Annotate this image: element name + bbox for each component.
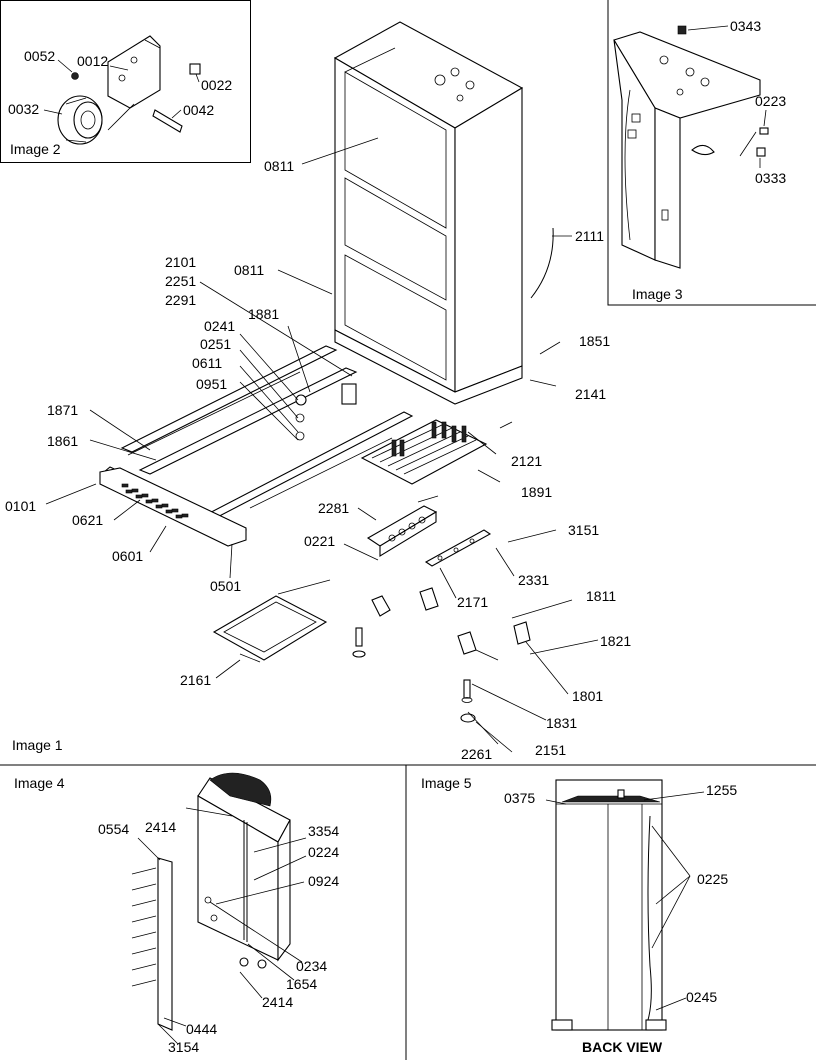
callout-1861: 1861 bbox=[47, 433, 78, 449]
callout-2414-bottom: 2414 bbox=[262, 994, 293, 1010]
back-view-caption: BACK VIEW bbox=[582, 1039, 663, 1055]
callout-1255: 1255 bbox=[706, 782, 737, 798]
panel-title-image3: Image 3 bbox=[632, 286, 683, 302]
callout-1871: 1871 bbox=[47, 402, 78, 418]
callout-0022: 0022 bbox=[201, 77, 232, 93]
callout-0225: 0225 bbox=[697, 871, 728, 887]
image2-leaders bbox=[43, 59, 200, 119]
callout-0101: 0101 bbox=[5, 498, 36, 514]
callout-0251: 0251 bbox=[200, 336, 231, 352]
callout-0245: 0245 bbox=[686, 989, 717, 1005]
callout-0241: 0241 bbox=[204, 318, 235, 334]
callout-2141: 2141 bbox=[575, 386, 606, 402]
image5-back-view bbox=[551, 779, 667, 1031]
callout-0924: 0924 bbox=[308, 873, 339, 889]
image1-condenser bbox=[360, 419, 488, 485]
image2-wheel-assembly bbox=[57, 35, 201, 145]
callout-0333: 0333 bbox=[755, 170, 786, 186]
callout-0375: 0375 bbox=[504, 790, 535, 806]
image5-leaders bbox=[545, 791, 705, 1011]
image1-toe-grille bbox=[99, 467, 247, 547]
callout-1801: 1801 bbox=[572, 688, 603, 704]
image1-rollers-legs bbox=[295, 383, 531, 723]
callout-0234: 0234 bbox=[296, 958, 327, 974]
callout-0554: 0554 bbox=[98, 821, 129, 837]
callout-2251: 2251 bbox=[165, 273, 196, 289]
callout-2261: 2261 bbox=[461, 746, 492, 762]
callout-2111: 2111 bbox=[575, 228, 604, 244]
panel-title-image2: Image 2 bbox=[10, 141, 61, 157]
callout-0042: 0042 bbox=[183, 102, 214, 118]
panel-title-image4: Image 4 bbox=[14, 775, 65, 791]
image4-cabinet-rear bbox=[131, 772, 291, 1031]
callout-1654: 1654 bbox=[286, 976, 317, 992]
image1-leaders bbox=[45, 137, 599, 753]
callout-2101: 2101 bbox=[165, 254, 196, 270]
callout-0223: 0223 bbox=[755, 93, 786, 109]
callout-0224: 0224 bbox=[308, 844, 339, 860]
panel-title-image1: Image 1 bbox=[12, 737, 63, 753]
callout-1811: 1811 bbox=[586, 588, 616, 604]
callout-0811-lower: 0811 bbox=[234, 262, 264, 278]
image1-drain-pan bbox=[212, 595, 328, 663]
callout-1891: 1891 bbox=[521, 484, 552, 500]
callout-0221: 0221 bbox=[304, 533, 335, 549]
callout-2171: 2171 bbox=[457, 594, 488, 610]
callout-0951: 0951 bbox=[196, 376, 227, 392]
image3-leaders bbox=[687, 25, 767, 168]
callout-2281: 2281 bbox=[318, 500, 349, 516]
callout-0601: 0601 bbox=[112, 548, 143, 564]
image4-leaders bbox=[137, 807, 307, 1045]
callout-0621: 0621 bbox=[72, 512, 103, 528]
callout-0501: 0501 bbox=[210, 578, 241, 594]
image1-bracket-2171 bbox=[424, 529, 492, 567]
callout-0012: 0012 bbox=[77, 53, 108, 69]
callout-3154: 3154 bbox=[168, 1039, 199, 1055]
callout-1881: 1881 bbox=[248, 306, 279, 322]
callout-0343: 0343 bbox=[730, 18, 761, 34]
callout-1851: 1851 bbox=[579, 333, 610, 349]
callout-0611: 0611 bbox=[192, 355, 222, 371]
callout-0052: 0052 bbox=[24, 48, 55, 64]
callout-1831: 1831 bbox=[546, 715, 577, 731]
callout-3151: 3151 bbox=[568, 522, 599, 538]
callout-3354: 3354 bbox=[308, 823, 339, 839]
callout-2414-top: 2414 bbox=[145, 819, 176, 835]
callout-1821: 1821 bbox=[600, 633, 631, 649]
callout-2331: 2331 bbox=[518, 572, 549, 588]
image3-cabinet-top bbox=[613, 25, 769, 269]
callout-2291: 2291 bbox=[165, 292, 196, 308]
callout-2151: 2151 bbox=[535, 742, 566, 758]
callout-2161: 2161 bbox=[180, 672, 211, 688]
callout-0811-upper: 0811 bbox=[264, 158, 294, 174]
callout-2121: 2121 bbox=[511, 453, 542, 469]
image1-duct-2281 bbox=[366, 505, 438, 557]
callout-0444: 0444 bbox=[186, 1021, 217, 1037]
callout-0032: 0032 bbox=[8, 101, 39, 117]
image1-cabinet bbox=[333, 21, 554, 405]
panel-title-image5: Image 5 bbox=[421, 775, 472, 791]
